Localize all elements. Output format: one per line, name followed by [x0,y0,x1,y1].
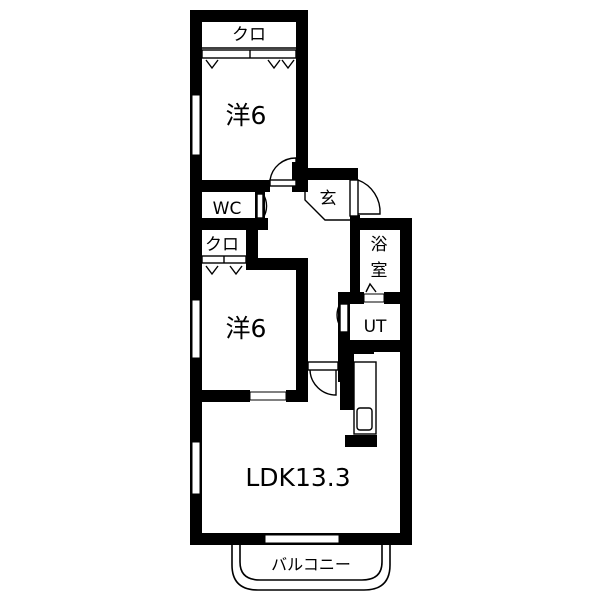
entrance-step [304,182,350,221]
bathroom-label-line2: 室 [371,261,388,281]
doors [256,157,381,396]
closet-1-label: クロ [232,25,266,45]
closet-2-label: クロ [205,235,239,255]
closet-2-fixtures [201,255,247,276]
windows [191,94,385,544]
entrance-label: 玄 [320,189,337,209]
ldk-label: LDK13.3 [245,463,350,492]
bedroom-1-label: 洋6 [226,101,267,130]
toilet-label: WC [213,199,242,219]
bathroom-label-line1: 浴 [371,235,388,255]
balcony-label: バルコニー [271,555,351,574]
kitchen-sink [353,361,377,435]
closet-1-fixtures [201,47,297,70]
balcony [231,540,391,591]
bedroom-2-label: 洋6 [226,314,267,343]
utility-label: UT [364,317,387,337]
